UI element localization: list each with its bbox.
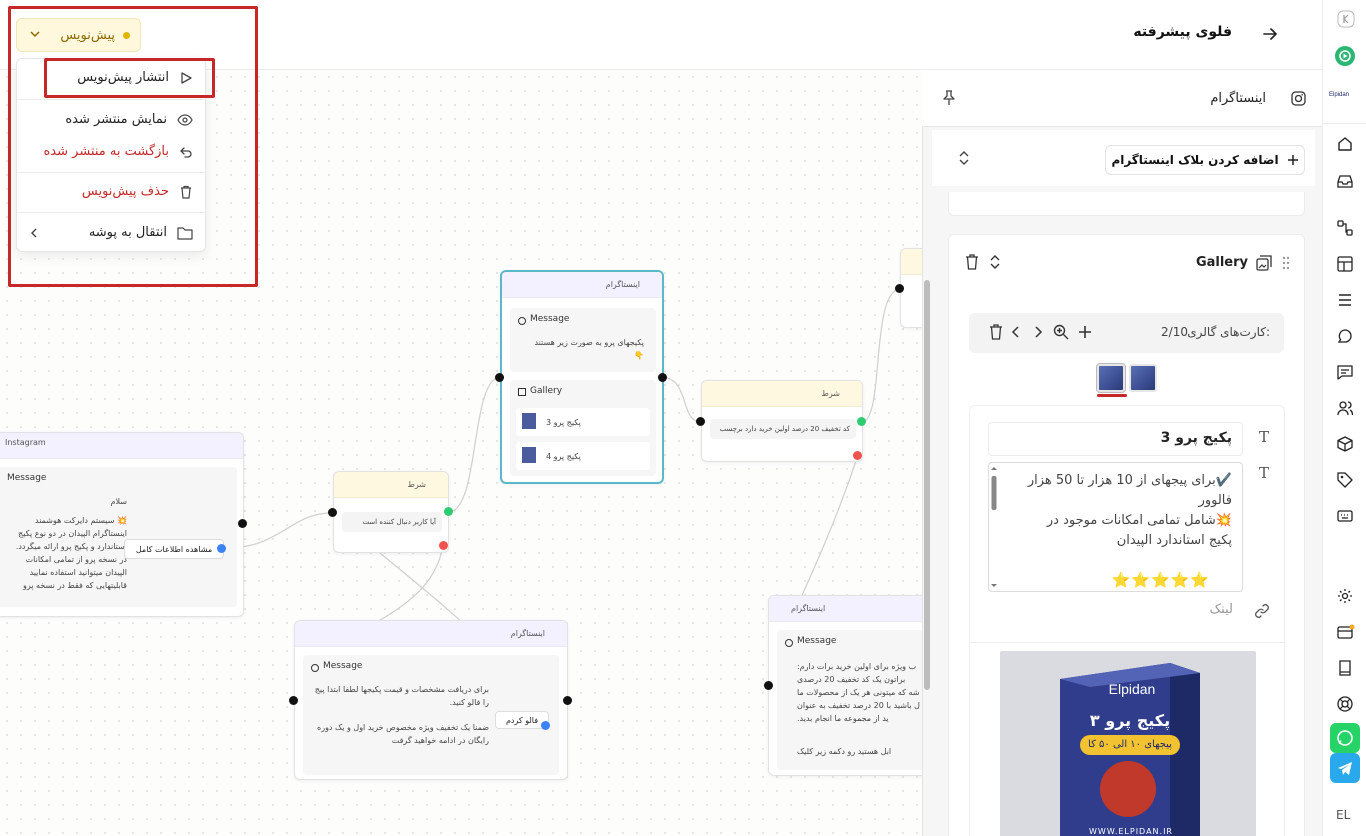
menu-item-view-published[interactable]: نمایش منتشر شده xyxy=(65,112,193,127)
gallery-block: Gallery پکیج پرو 3 پکیج پرو 4 xyxy=(510,380,656,476)
page-title: فلوی پیشرفته xyxy=(1133,24,1232,40)
menu-item-publish[interactable]: انتشار پیش‌نویس xyxy=(77,70,193,85)
drag-handle-icon[interactable] xyxy=(1282,256,1290,270)
top-bar: فلوی پیشرفته xyxy=(0,0,1322,70)
node-instagram-follow[interactable]: اینستاگرام Message برای دریافت مشخصات و … xyxy=(294,620,568,780)
zoom-in-icon[interactable] xyxy=(1053,324,1069,340)
follow-done-button[interactable]: فالو کردم xyxy=(495,711,549,729)
previous-block-card xyxy=(948,192,1305,216)
card-link-input[interactable]: لینک xyxy=(1209,602,1233,617)
gallery-thumbnail-active[interactable] xyxy=(1096,363,1126,393)
telegram-icon[interactable] xyxy=(1330,753,1360,783)
plus-icon[interactable] xyxy=(1078,325,1092,339)
trash-icon[interactable] xyxy=(965,254,979,270)
chevron-left-icon xyxy=(29,227,39,239)
panel-header: اینستاگرام xyxy=(922,70,1322,127)
card-description-input[interactable]: ✔️برای پیجهای از 10 هزار تا 50 هزار فالو… xyxy=(988,462,1243,592)
cards-label: کارت‌های گالری: xyxy=(1187,325,1270,339)
message-block: Message برای دریافت مشخصات و قیمت پکیجها… xyxy=(303,655,559,775)
text-icon: T xyxy=(1258,464,1269,482)
inbox-icon[interactable] xyxy=(1337,173,1353,189)
menu-item-revert[interactable]: بازگشت به منتشر شده xyxy=(44,144,194,159)
active-indicator xyxy=(1097,394,1127,397)
instagram-icon xyxy=(1291,91,1306,106)
highlight-frame xyxy=(8,6,258,287)
gallery-card-editor: پکیج پرو 3 T ✔️برای پیجهای از 10 هزار تا… xyxy=(969,405,1286,836)
message-icon[interactable] xyxy=(1337,364,1353,380)
gallery-cards-toolbar: کارت‌های گالری: 2/10 xyxy=(969,313,1284,353)
flow-icon[interactable] xyxy=(1337,220,1353,236)
home-icon[interactable] xyxy=(1337,136,1353,152)
play-icon xyxy=(179,71,193,85)
link-icon xyxy=(1254,603,1270,619)
support-icon[interactable] xyxy=(1337,696,1353,712)
menu-item-move[interactable]: انتقال به پوشه xyxy=(29,225,193,240)
view-details-button[interactable]: مشاهده اطلاعات کامل xyxy=(124,539,224,559)
chevron-right-icon[interactable] xyxy=(1033,326,1043,338)
draft-menu: انتشار پیش‌نویس نمایش منتشر شده بازگشت ب… xyxy=(16,58,207,252)
message-block: Message سلام 💥 سیستم دایرکت هوشمند اینست… xyxy=(0,467,237,607)
panel-scrollbar[interactable] xyxy=(924,280,930,690)
node-instagram-discount[interactable]: اینستاگرام Message ب ویژه برای اولین خری… xyxy=(768,595,922,776)
plus-icon xyxy=(1287,154,1299,166)
node-condition-discount[interactable]: شرط کد تخفیف 20 درصد اولین خرید دارد برچ… xyxy=(701,380,863,462)
trash-icon xyxy=(179,185,193,199)
chevron-down-icon xyxy=(29,28,41,40)
message-block: Message ب ویژه برای اولین خرید برات دارم… xyxy=(777,630,922,770)
node-header: Instagram xyxy=(0,433,243,459)
menu-item-delete[interactable]: حذف پیش‌نویس xyxy=(82,184,193,199)
gallery-thumbnail[interactable] xyxy=(1129,364,1157,392)
menu-icon[interactable] xyxy=(1337,292,1353,308)
keyboard-icon[interactable] xyxy=(1337,508,1353,524)
folder-icon xyxy=(177,226,193,240)
status-dot xyxy=(123,31,130,39)
text-icon: T xyxy=(1258,428,1269,446)
panel-title: اینستاگرام xyxy=(1210,91,1266,106)
message-block: Message پکیجهای پرو به صورت زیر هستند 👇 xyxy=(510,308,656,372)
gallery-icon xyxy=(1256,255,1272,271)
gallery-block-card: Gallery کارت‌های گالری: 2/10 پکیج پرو 3 … xyxy=(948,234,1305,836)
box-icon[interactable] xyxy=(1337,436,1353,452)
book-icon[interactable] xyxy=(1337,660,1353,676)
cards-count: 2/10 xyxy=(1161,325,1188,339)
card-title-input[interactable]: پکیج پرو 3 xyxy=(988,422,1243,456)
arrow-right-icon[interactable] xyxy=(1262,26,1278,42)
eye-icon xyxy=(177,113,193,127)
trash-icon[interactable] xyxy=(989,324,1003,340)
gallery-title: Gallery xyxy=(1195,255,1248,270)
tag-icon[interactable] xyxy=(1337,472,1353,488)
settings-icon[interactable] xyxy=(1337,588,1353,604)
draft-status-button[interactable]: پیش‌نویس xyxy=(16,18,141,52)
gallery-card-image: Elpidan پکیج پرو ۳ پیجهای ۱۰ الی ۵۰ کا W… xyxy=(1000,651,1256,836)
description-scrollbar[interactable] xyxy=(990,464,998,590)
sort-icon[interactable] xyxy=(957,150,971,166)
brand-label: Elpidan xyxy=(1329,92,1350,98)
highlight-frame-publish xyxy=(44,58,215,98)
billing-icon[interactable] xyxy=(1337,624,1355,640)
undo-icon xyxy=(179,145,193,159)
layout-icon[interactable] xyxy=(1337,256,1353,272)
node-instagram-welcome[interactable]: Instagram Message سلام 💥 سیستم دایرکت هو… xyxy=(0,432,244,617)
rating-stars: ⭐⭐⭐⭐⭐ xyxy=(1111,571,1210,589)
language-switch[interactable]: EL xyxy=(1336,808,1351,822)
app-sidebar: Elpidan EL xyxy=(1322,0,1366,836)
chat-icon[interactable] xyxy=(1337,328,1353,344)
add-instagram-block-button[interactable]: اضافه کردن بلاک اینستاگرام xyxy=(1105,145,1305,175)
node-instagram-packages[interactable]: اینستاگرام Message پکیجهای پرو به صورت ز… xyxy=(500,270,664,484)
users-icon[interactable] xyxy=(1337,400,1353,416)
chevron-left-icon[interactable] xyxy=(1011,326,1021,338)
node-condition-follower[interactable]: شرط آیا کاربر دنبال کننده است xyxy=(333,471,449,553)
pin-icon[interactable] xyxy=(942,90,956,106)
sort-icon[interactable] xyxy=(989,255,1001,269)
avatar[interactable] xyxy=(1334,45,1356,67)
k-logo-icon[interactable] xyxy=(1337,10,1355,28)
whatsapp-icon[interactable] xyxy=(1330,723,1360,753)
